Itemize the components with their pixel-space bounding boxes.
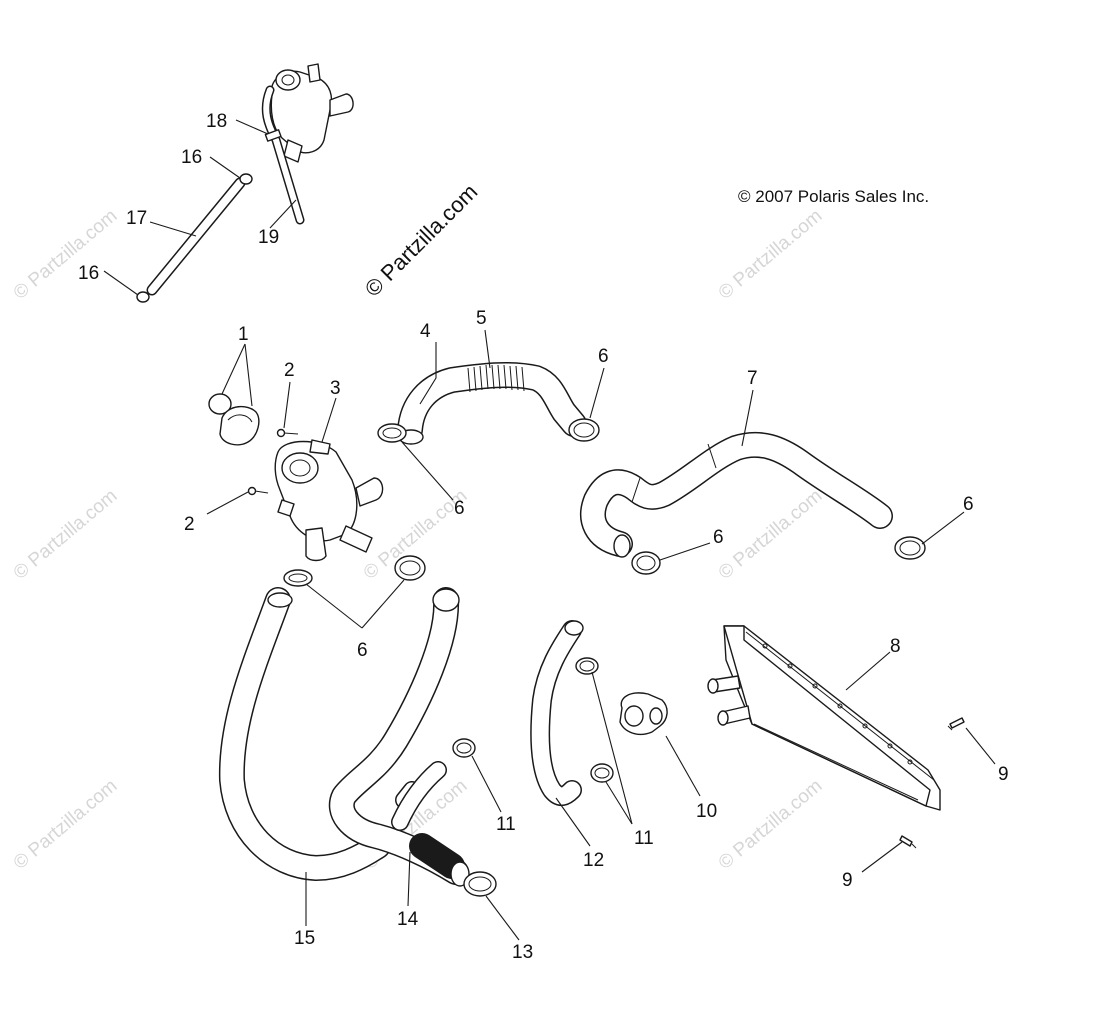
hose-clamp-middle bbox=[631, 551, 661, 575]
callout-11-left: 11 bbox=[496, 814, 516, 835]
callout-7: 7 bbox=[747, 368, 758, 389]
copyright-notice: © 2007 Polaris Sales Inc. bbox=[738, 187, 929, 206]
callout-11-right: 11 bbox=[634, 828, 654, 849]
callout-16-upper: 16 bbox=[181, 147, 202, 168]
callout-17: 17 bbox=[126, 208, 147, 229]
small-clamp-upper bbox=[575, 657, 599, 675]
heat-exchanger-flange bbox=[723, 625, 931, 807]
heater-hose-end bbox=[613, 534, 631, 558]
watermark-right-upper: © Partzilla.com bbox=[715, 205, 827, 303]
hose-clamp-upper-right bbox=[568, 418, 600, 442]
bypass-hose-group bbox=[530, 620, 584, 806]
rivet-lower bbox=[899, 835, 917, 849]
housing-mount-ear-bottom bbox=[277, 499, 295, 517]
hose-clamp-housing-bottom bbox=[283, 569, 313, 587]
callout-10: 10 bbox=[696, 801, 717, 822]
radiator-cap bbox=[219, 405, 260, 446]
housing-side-outlet bbox=[339, 525, 373, 553]
watermark-right-lower: © Partzilla.com bbox=[715, 775, 827, 873]
housing-filler-neck bbox=[281, 452, 319, 484]
small-clamp-left bbox=[452, 738, 476, 758]
housing-upper-outlet bbox=[355, 477, 384, 507]
housing-mount-ear-top bbox=[309, 439, 331, 455]
background-watermarks: © Partzilla.com © Partzilla.com © Partzi… bbox=[10, 205, 827, 873]
overflow-hose-clamp bbox=[264, 129, 282, 142]
callout-6-upper: 6 bbox=[598, 346, 609, 367]
callout-18: 18 bbox=[206, 111, 227, 132]
upper-hose-group bbox=[397, 361, 587, 445]
watermark-left-middle: © Partzilla.com bbox=[10, 485, 122, 583]
heat-exchanger bbox=[707, 625, 941, 811]
callout-16-lower: 16 bbox=[78, 263, 99, 284]
screw-lower bbox=[247, 486, 269, 496]
callout-1: 1 bbox=[238, 324, 249, 345]
hose-clamps bbox=[283, 418, 926, 587]
callout-2-lower: 2 bbox=[184, 514, 195, 535]
callout-2-upper: 2 bbox=[284, 360, 295, 381]
hose-ribbed-section bbox=[467, 364, 525, 393]
callout-4: 4 bbox=[420, 321, 431, 342]
y-hose-top-end bbox=[432, 588, 460, 612]
callout-6-lower: 6 bbox=[357, 640, 368, 661]
recovery-bottle-side-fitting bbox=[329, 93, 354, 117]
long-hose-end bbox=[267, 592, 293, 608]
callout-9-lower: 9 bbox=[842, 870, 853, 891]
hose-sleeve bbox=[409, 833, 465, 879]
small-clamp-lower bbox=[590, 763, 614, 783]
callout-9-upper: 9 bbox=[998, 764, 1009, 785]
hose-clamp-13 bbox=[463, 871, 497, 897]
watermark-right-middle: © Partzilla.com bbox=[715, 485, 827, 583]
callout-12: 12 bbox=[583, 850, 604, 871]
small-clamps bbox=[452, 657, 614, 783]
radiator-cap-seal bbox=[208, 393, 232, 415]
callout-19: 19 bbox=[258, 227, 279, 248]
recovery-bottle-bracket bbox=[307, 63, 321, 83]
rivet-upper bbox=[947, 717, 965, 731]
housing-lower-outlet bbox=[305, 527, 327, 562]
callout-6-right: 6 bbox=[963, 494, 974, 515]
watermark-left-lower: © Partzilla.com bbox=[10, 775, 122, 873]
leader-lines bbox=[103, 119, 996, 941]
lower-hoses-group bbox=[218, 587, 470, 887]
heater-hose-group bbox=[580, 431, 893, 558]
callout-15: 15 bbox=[294, 928, 315, 949]
mount-block bbox=[619, 692, 668, 736]
watermark-left-upper: © Partzilla.com bbox=[10, 205, 122, 303]
partzilla-watermark: © Partzilla.com bbox=[360, 179, 483, 302]
recovery-bottle-neck bbox=[283, 139, 303, 163]
screw-upper bbox=[276, 428, 299, 438]
callout-13: 13 bbox=[512, 942, 533, 963]
recovery-bottle-group bbox=[136, 63, 354, 303]
callout-3: 3 bbox=[330, 378, 341, 399]
callout-6-housing: 6 bbox=[454, 498, 465, 519]
callout-6-middle: 6 bbox=[713, 527, 724, 548]
callout-14: 14 bbox=[397, 909, 419, 930]
rivets bbox=[899, 717, 965, 849]
recovery-bottle-cap bbox=[275, 69, 301, 91]
callout-5: 5 bbox=[476, 308, 487, 329]
hose-clamp-housing-side bbox=[394, 555, 426, 581]
bypass-hose-top-end bbox=[564, 620, 584, 636]
callout-8: 8 bbox=[890, 636, 901, 657]
vent-plug-lower bbox=[136, 291, 150, 303]
hose-clamp-right bbox=[894, 536, 926, 560]
vent-plug-upper bbox=[239, 173, 253, 185]
callout-numbers: 1 2 2 3 4 5 6 6 6 6 6 7 8 9 9 10 11 11 1… bbox=[78, 111, 1009, 963]
thermostat-housing-group bbox=[208, 393, 384, 562]
hose-clamp-housing-top bbox=[377, 423, 407, 443]
